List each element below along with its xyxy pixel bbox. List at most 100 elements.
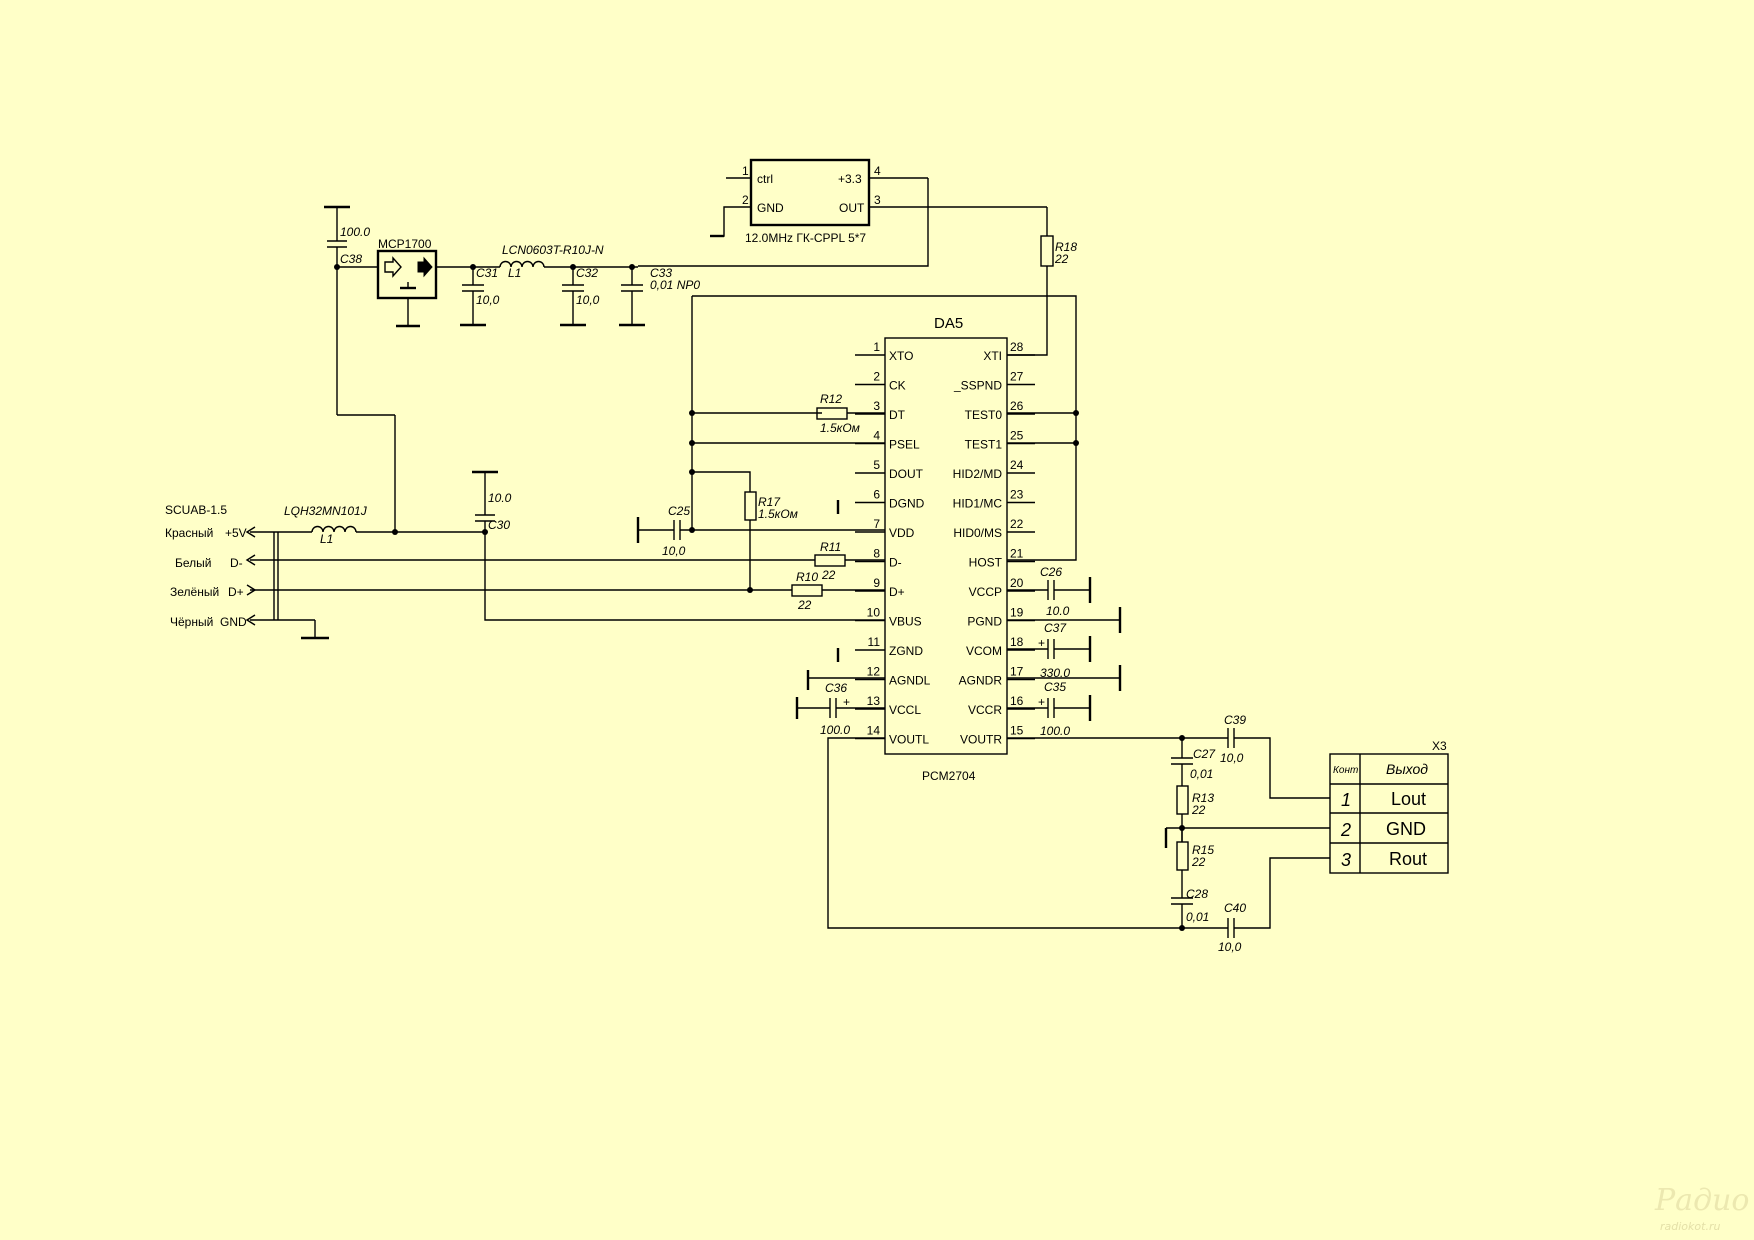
svg-text:GND: GND <box>220 615 247 629</box>
svg-text:D-: D- <box>230 556 243 570</box>
pin-name: DGND <box>889 497 925 511</box>
resistor-r17 <box>744 491 757 521</box>
pin-name: HOST <box>969 556 1003 570</box>
svg-text:0,01: 0,01 <box>1186 910 1209 924</box>
svg-text:22: 22 <box>1191 855 1206 869</box>
pin-name: DOUT <box>889 467 924 481</box>
svg-text:10,0: 10,0 <box>662 544 686 558</box>
svg-text:C27: C27 <box>1193 747 1216 761</box>
pin-number: 7 <box>873 517 880 531</box>
pin-name: _SSPND <box>953 379 1002 393</box>
svg-text:22: 22 <box>1054 252 1069 266</box>
oscillator-desc: 12.0MHz ГК-CPPL 5*7 <box>745 231 866 245</box>
pin-number: 11 <box>868 635 881 649</box>
pin-number: 18 <box>1010 635 1024 649</box>
svg-text:Rout: Rout <box>1389 849 1427 869</box>
svg-text:10,0: 10,0 <box>476 293 500 307</box>
svg-text:Конт: Конт <box>1333 765 1358 776</box>
svg-text:C26: C26 <box>1040 565 1062 579</box>
pin-number: 27 <box>1010 370 1024 384</box>
pin-number: 1 <box>873 340 880 354</box>
pin-number: 14 <box>867 724 881 738</box>
pin-name: VOUTR <box>960 733 1002 747</box>
pin-name: AGNDR <box>959 674 1003 688</box>
pin-name: TEST0 <box>965 408 1003 422</box>
svg-text:C32: C32 <box>576 266 598 280</box>
svg-text:Красный: Красный <box>165 526 213 540</box>
svg-text:Зелёный: Зелёный <box>170 585 219 599</box>
svg-text:2: 2 <box>742 193 749 207</box>
pin-number: 4 <box>873 429 880 443</box>
pin-number: 6 <box>873 488 880 502</box>
svg-text:2: 2 <box>1340 820 1351 840</box>
svg-text:R17: R17 <box>758 495 781 509</box>
svg-text:Lout: Lout <box>1391 789 1426 809</box>
svg-text:C35: C35 <box>1044 680 1066 694</box>
pin-name: AGNDL <box>889 674 931 688</box>
pin-name: VBUS <box>889 615 922 629</box>
chip-ref: DA5 <box>934 315 963 332</box>
pin-name: HID1/MC <box>953 497 1003 511</box>
svg-text:1: 1 <box>1341 790 1351 810</box>
svg-text:C37: C37 <box>1044 621 1067 635</box>
pin-number: 23 <box>1010 488 1024 502</box>
svg-text:R11: R11 <box>820 540 841 554</box>
svg-text:+: + <box>1038 695 1045 709</box>
svg-text:R18: R18 <box>1055 240 1077 254</box>
svg-text:10,0: 10,0 <box>576 293 600 307</box>
oscillator-body <box>749 158 871 227</box>
svg-text:+: + <box>843 695 850 709</box>
svg-text:R15: R15 <box>1192 843 1214 857</box>
resistor-r11 <box>814 554 846 567</box>
svg-text:Белый: Белый <box>175 556 211 570</box>
svg-text:R12: R12 <box>820 392 842 406</box>
svg-text:L1: L1 <box>508 266 521 280</box>
svg-text:C36: C36 <box>825 681 847 695</box>
wire-3v3 <box>638 178 929 267</box>
pin-number: 13 <box>867 694 881 708</box>
svg-text:1.5кОм: 1.5кОм <box>820 421 860 435</box>
pin-number: 24 <box>1010 458 1024 472</box>
svg-text:C39: C39 <box>1224 713 1246 727</box>
svg-text:100.0: 100.0 <box>340 225 370 239</box>
watermark-logo: Радио КОТ <box>1654 1183 1754 1218</box>
svg-text:1: 1 <box>742 164 749 178</box>
resistor-r10 <box>791 584 823 597</box>
svg-text:C30: C30 <box>488 518 510 532</box>
svg-text:L1: L1 <box>320 532 333 546</box>
svg-text:C38: C38 <box>340 252 362 266</box>
svg-text:3: 3 <box>874 193 881 207</box>
svg-text:D+: D+ <box>228 585 244 599</box>
svg-text:GND: GND <box>757 201 784 215</box>
pin-name: D- <box>889 556 902 570</box>
pin-number: 26 <box>1010 399 1024 413</box>
pin-name: ZGND <box>889 644 923 658</box>
svg-text:+3.3: +3.3 <box>838 172 862 186</box>
svg-text:C31: C31 <box>476 266 498 280</box>
oscillator: 1 2 4 3 ctrl GND +3.3 OUT 12.0MHz ГК-CPP… <box>710 158 1047 245</box>
svg-text:C25: C25 <box>668 504 690 518</box>
resistor-r18 <box>1040 235 1054 267</box>
svg-text:X3: X3 <box>1432 739 1447 753</box>
svg-text:C28: C28 <box>1186 887 1208 901</box>
svg-text:Выход: Выход <box>1386 761 1428 777</box>
arrow-filled-icon <box>417 256 433 278</box>
pin-number: 2 <box>873 370 880 384</box>
pin-name: VDD <box>889 526 915 540</box>
pin-name: VCCP <box>969 585 1002 599</box>
pin-name: XTI <box>983 349 1002 363</box>
svg-text:LQH32MN101J: LQH32MN101J <box>284 504 368 518</box>
chip-body <box>884 337 1008 755</box>
pin-number: 8 <box>873 547 880 561</box>
pin-number: 21 <box>1010 547 1024 561</box>
pin-number: 12 <box>867 665 881 679</box>
svg-text:22: 22 <box>797 598 812 612</box>
usb-title: SCUAB-1.5 <box>165 503 227 517</box>
svg-text:330.0: 330.0 <box>1040 666 1070 680</box>
svg-text:22: 22 <box>1191 803 1206 817</box>
pin-name: TEST1 <box>965 438 1003 452</box>
svg-text:R10: R10 <box>796 570 818 584</box>
svg-text:GND: GND <box>1386 819 1426 839</box>
pin-number: 9 <box>873 576 880 590</box>
chip-right-pins: 28XTI27_SSPND26TEST025TEST124HID2/MD23HI… <box>953 340 1035 747</box>
